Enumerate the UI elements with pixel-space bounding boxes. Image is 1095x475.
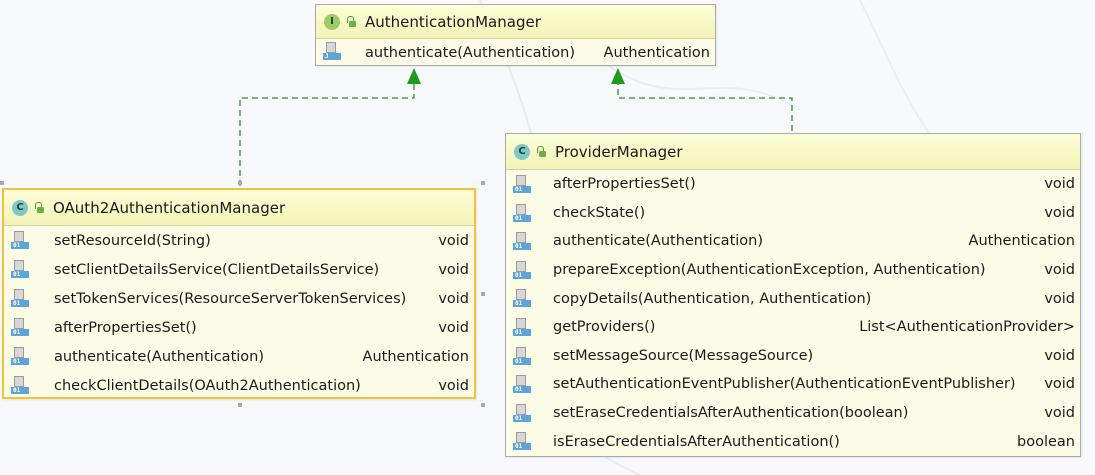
method-return-type: void — [438, 232, 469, 249]
method-signature: afterPropertiesSet() — [553, 176, 696, 193]
method-icon: 01 — [513, 260, 533, 281]
selection-handle[interactable] — [238, 181, 242, 185]
method-row[interactable]: J authenticate(Authentication) Authentic… — [316, 39, 715, 66]
method-signature: authenticate(Authentication) — [365, 44, 575, 61]
class-header[interactable]: C ProviderManager — [506, 134, 1080, 170]
method-icon: 01 — [11, 231, 31, 251]
selection-handle[interactable] — [238, 403, 242, 407]
method-icon: 01 — [513, 317, 533, 338]
method-icon: 01 — [11, 289, 31, 309]
selection-handle[interactable] — [481, 292, 485, 296]
class-name: ProviderManager — [555, 142, 683, 161]
method-row[interactable]: 01 getProviders() List<AuthenticationPro… — [506, 313, 1080, 342]
method-return-type: List<AuthenticationProvider> — [859, 319, 1075, 336]
method-signature: setResourceId(String) — [54, 232, 211, 249]
method-return-type: void — [1044, 376, 1075, 393]
class-badge-icon: C — [12, 199, 28, 216]
method-return-type: Authentication — [362, 348, 469, 365]
method-icon: 01 — [513, 203, 533, 224]
class-box-oauth2-authentication-manager[interactable]: C OAuth2AuthenticationManager 01 setReso… — [2, 188, 476, 399]
method-signature: setEraseCredentialsAfterAuthentication(b… — [553, 405, 909, 422]
method-row[interactable]: 01 setResourceId(String) void — [4, 226, 474, 255]
method-return-type: void — [1044, 262, 1075, 279]
selection-handle[interactable] — [481, 403, 485, 407]
method-icon: 01 — [513, 375, 533, 395]
method-row[interactable]: 01 checkClientDetails(OAuth2Authenticati… — [4, 371, 474, 400]
selection-handle[interactable] — [0, 181, 4, 185]
method-return-type: void — [1044, 405, 1075, 422]
method-row[interactable]: 01 copyDetails(Authentication, Authentic… — [506, 284, 1080, 313]
method-return-type: void — [1044, 176, 1075, 193]
method-icon: 01 — [513, 432, 533, 452]
method-signature: setAuthenticationEventPublisher(Authenti… — [553, 376, 1016, 393]
method-return-type: boolean — [1017, 433, 1075, 450]
method-return-type: void — [1044, 290, 1075, 307]
class-name: OAuth2AuthenticationManager — [53, 198, 286, 217]
method-icon: 01 — [11, 260, 31, 280]
method-row[interactable]: 01 setMessageSource(MessageSource) void — [506, 342, 1080, 371]
method-row[interactable]: 01 setTokenServices(ResourceServerTokenS… — [4, 284, 474, 313]
public-access-icon — [345, 15, 357, 28]
method-signature: checkClientDetails(OAuth2Authentication) — [54, 377, 361, 394]
method-return-type: void — [438, 261, 469, 278]
method-icon: 01 — [11, 376, 31, 396]
class-name: AuthenticationManager — [365, 12, 541, 31]
method-icon: 01 — [513, 289, 533, 309]
method-return-type: Authentication — [603, 44, 710, 61]
method-signature: setTokenServices(ResourceServerTokenServ… — [54, 290, 407, 307]
method-return-type: Authentication — [968, 233, 1075, 250]
method-return-type: void — [438, 290, 469, 307]
method-row[interactable]: 01 afterPropertiesSet() void — [506, 170, 1080, 199]
class-header[interactable]: C OAuth2AuthenticationManager — [4, 190, 474, 226]
method-signature: isEraseCredentialsAfterAuthentication() — [553, 433, 840, 450]
class-badge-icon: C — [514, 143, 530, 160]
method-row[interactable]: 01 authenticate(Authentication) Authenti… — [506, 227, 1080, 256]
public-access-icon — [535, 145, 547, 158]
method-row[interactable]: 01 prepareException(AuthenticationExcept… — [506, 256, 1080, 285]
method-signature: getProviders() — [553, 319, 656, 336]
selection-handle[interactable] — [481, 181, 485, 185]
method-signature: setClientDetailsService(ClientDetailsSer… — [54, 261, 380, 278]
abstract-method-icon: J — [323, 42, 343, 62]
method-signature: authenticate(Authentication) — [54, 348, 264, 365]
method-row[interactable]: 01 isEraseCredentialsAfterAuthentication… — [506, 427, 1080, 456]
method-signature: prepareException(AuthenticationException… — [553, 262, 986, 279]
method-icon: 01 — [11, 347, 31, 367]
method-row[interactable]: 01 checkState() void — [506, 199, 1080, 228]
method-row[interactable]: 01 setClientDetailsService(ClientDetails… — [4, 255, 474, 284]
method-icon: 01 — [513, 346, 533, 367]
class-box-authentication-manager[interactable]: I AuthenticationManager J authenticate(A… — [315, 4, 716, 66]
method-return-type: void — [438, 377, 469, 394]
method-icon: 01 — [513, 232, 533, 252]
method-row[interactable]: 01 afterPropertiesSet() void — [4, 313, 474, 342]
class-header[interactable]: I AuthenticationManager — [316, 5, 715, 39]
class-box-provider-manager[interactable]: C ProviderManager 01 afterPropertiesSet(… — [505, 133, 1081, 457]
method-icon: 01 — [11, 318, 31, 338]
method-signature: setMessageSource(MessageSource) — [553, 347, 814, 364]
method-signature: checkState() — [553, 204, 646, 221]
method-signature: afterPropertiesSet() — [54, 319, 197, 336]
method-signature: copyDetails(Authentication, Authenticati… — [553, 290, 872, 307]
method-row[interactable]: 01 setAuthenticationEventPublisher(Authe… — [506, 370, 1080, 399]
method-return-type: void — [1044, 204, 1075, 221]
interface-badge-icon: I — [324, 13, 340, 30]
public-access-icon — [33, 201, 45, 214]
method-icon: 01 — [513, 403, 533, 424]
method-return-type: void — [1044, 347, 1075, 364]
method-row[interactable]: 01 setEraseCredentialsAfterAuthenticatio… — [506, 399, 1080, 428]
method-icon: 01 — [513, 175, 533, 195]
method-row[interactable]: 01 authenticate(Authentication) Authenti… — [4, 342, 474, 371]
method-signature: authenticate(Authentication) — [553, 233, 763, 250]
method-return-type: void — [438, 319, 469, 336]
